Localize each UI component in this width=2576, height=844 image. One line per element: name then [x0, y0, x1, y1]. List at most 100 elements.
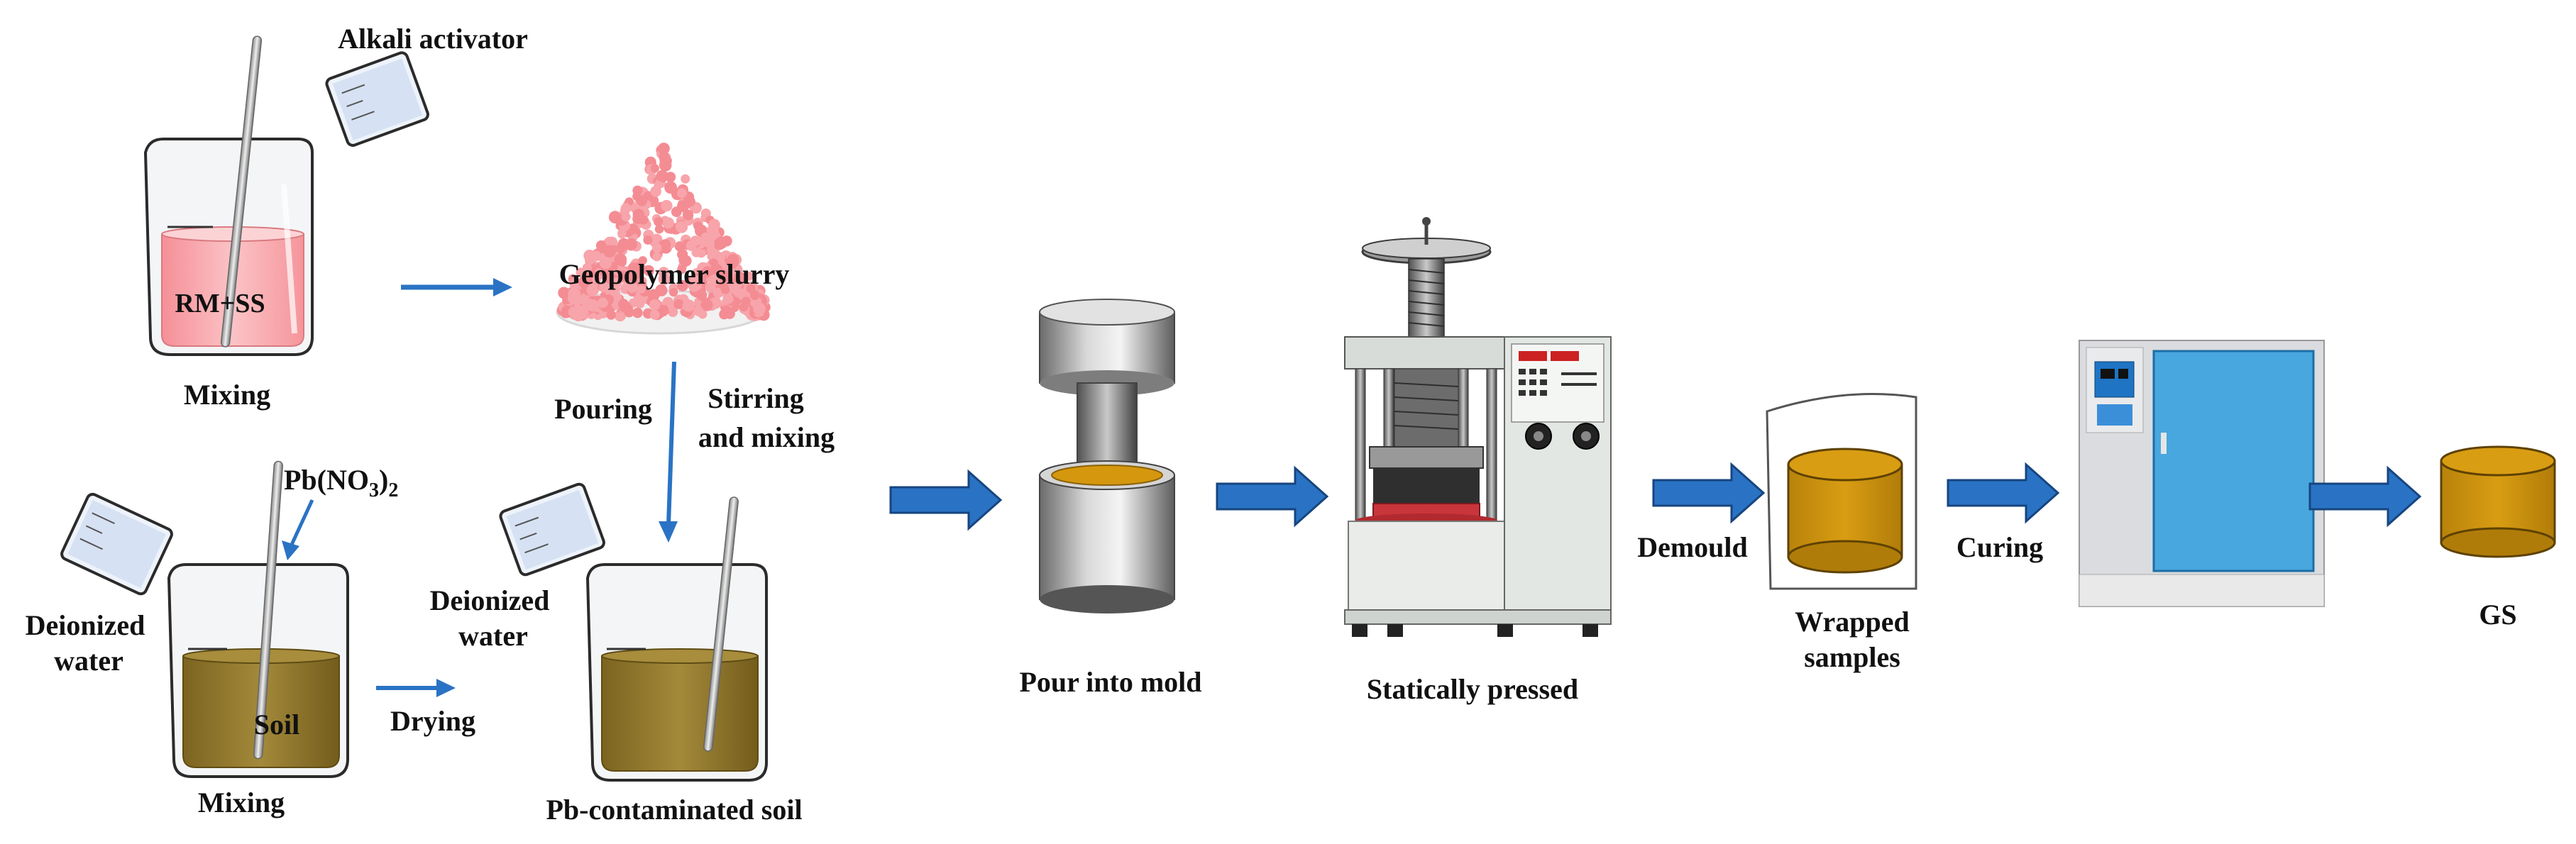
pb-soil-fill [601, 655, 759, 772]
label-mixing-bottom: Mixing [198, 787, 285, 818]
slurry-bead [696, 248, 706, 258]
curing-cabinet [2079, 340, 2325, 607]
label-soil: Soil [254, 709, 299, 740]
slurry-bead [621, 212, 631, 222]
wrapped-sample [1766, 393, 1917, 590]
slurry-bead [712, 287, 724, 299]
slurry-bead [633, 262, 643, 272]
slurry-bead [614, 253, 627, 266]
slurry-bead [739, 302, 749, 312]
slurry-bead [637, 284, 646, 294]
slurry-bead [682, 299, 695, 312]
slurry-bead [720, 283, 729, 292]
label-mixing-top: Mixing [184, 379, 270, 411]
slurry-bead [661, 199, 673, 212]
label-wrapped-1: Wrapped [1795, 606, 1910, 638]
slurry-bead [599, 256, 612, 270]
slurry-bead [603, 245, 616, 258]
slurry-bead [671, 206, 682, 218]
slurry-bead [604, 236, 615, 247]
slurry-bead [620, 203, 632, 213]
slurry-bead [639, 215, 649, 225]
slurry-bead [643, 265, 654, 276]
slurry-bead [568, 306, 580, 318]
press-machine [1344, 217, 1612, 637]
label-geopolymer-slurry: Geopolymer slurry [559, 258, 790, 290]
label-pb-no3: Pb(NO3)2 [284, 464, 398, 501]
slurry-bead [659, 151, 669, 162]
arrow-drying [376, 679, 456, 697]
slurry-bead [656, 170, 668, 183]
slurry-bead [568, 293, 580, 304]
label-statically-pressed: Statically pressed [1367, 673, 1578, 705]
slurry-bead [706, 225, 719, 238]
slurry-bead [624, 307, 634, 318]
label-alkali-activator: Alkali activator [338, 23, 528, 55]
slurry-bead [693, 221, 703, 231]
slurry-bead [664, 181, 677, 194]
slurry-bead [675, 221, 688, 233]
slurry-bead [727, 254, 739, 266]
arrow-pb-no3 [282, 499, 314, 560]
slurry-bead [744, 271, 754, 281]
slurry-bead [597, 297, 608, 309]
slurry-bead [655, 284, 668, 296]
slurry-bead [709, 274, 720, 286]
slurry-bead [617, 270, 629, 282]
slurry-bead [700, 299, 713, 311]
slurry-bead [590, 250, 602, 262]
arrow-to-slurry [401, 278, 512, 296]
arrow-pouring [659, 361, 678, 543]
slurry-bead [662, 217, 674, 229]
beaker-alkali-activator [325, 51, 429, 147]
slurry-bead [702, 266, 712, 276]
slurry-bead [690, 235, 701, 247]
stirring-rod-pb [703, 496, 739, 752]
arrow-demould [1652, 463, 1765, 523]
slurry-bead [617, 228, 627, 238]
slurry-bead [690, 274, 700, 284]
mold-apparatus [1039, 299, 1175, 613]
label-stirring-1: Stirring [708, 382, 804, 414]
slurry-bead [613, 293, 622, 302]
slurry-bead [654, 217, 664, 226]
label-curing: Curing [1956, 531, 2043, 563]
label-deionized-left-1: Deionized [26, 609, 145, 641]
slurry-bead [682, 209, 694, 221]
slurry-bead [721, 305, 732, 316]
stirring-rod-soil [253, 460, 283, 760]
slurry-bead [577, 295, 587, 304]
label-pouring: Pouring [554, 393, 652, 425]
slurry-bead [680, 255, 692, 267]
label-pour-into-mold: Pour into mold [1019, 666, 1201, 698]
slurry-bead [649, 299, 661, 311]
slurry-bead [576, 267, 585, 277]
label-gs: GS [2479, 599, 2516, 631]
slurry-bead [638, 256, 647, 265]
slurry-bead [681, 174, 690, 184]
slurry-bead [749, 290, 760, 300]
slurry-bead [578, 305, 589, 316]
label-stirring-2: and mixing [698, 421, 835, 453]
label-demould: Demould [1637, 531, 1748, 563]
slurry-bead [606, 310, 616, 320]
stirring-rod [220, 35, 263, 348]
arrow-to-gs [2308, 467, 2421, 526]
slurry-bead [727, 267, 737, 277]
slurry-bead [753, 302, 766, 316]
gs-sample [2440, 445, 2556, 558]
slurry-bead [658, 267, 670, 279]
label-wrapped-2: samples [1804, 641, 1900, 673]
slurry-bead [650, 186, 661, 197]
slurry-bead [649, 310, 660, 320]
slurry-bead [627, 282, 638, 293]
slurry-bead [652, 252, 662, 262]
label-rm-ss: RM+SS [175, 289, 265, 318]
label-pb-soil: Pb-contaminated soil [546, 794, 802, 826]
slurry-bead [643, 235, 653, 245]
slurry-bead [625, 238, 638, 250]
slurry-bead [666, 302, 676, 312]
slurry-bead [589, 301, 598, 311]
